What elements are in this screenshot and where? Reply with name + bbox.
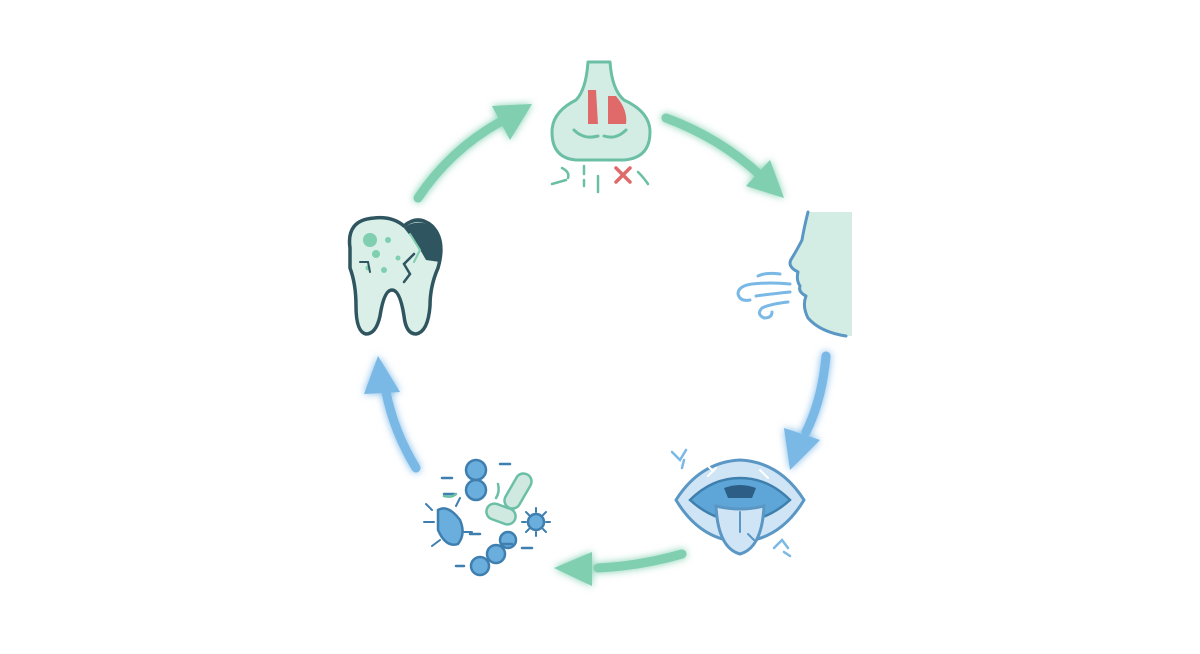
mouth-breathing-profile-icon: [736, 210, 852, 338]
bacteria-growth-icon: [423, 458, 551, 577]
arrow-mouth-to-bacteria: [554, 549, 687, 586]
decayed-tooth-icon: [347, 215, 443, 336]
arrow-bacteria-to-tooth: [364, 356, 421, 473]
dry-mouth-tongue-icon: [670, 448, 806, 558]
arrow-tooth-to-nose: [413, 104, 532, 203]
blocked-nose-icon: [550, 60, 652, 194]
arrow-profile-to-mouth: [784, 351, 831, 470]
arrow-nose-to-profile: [661, 113, 784, 198]
